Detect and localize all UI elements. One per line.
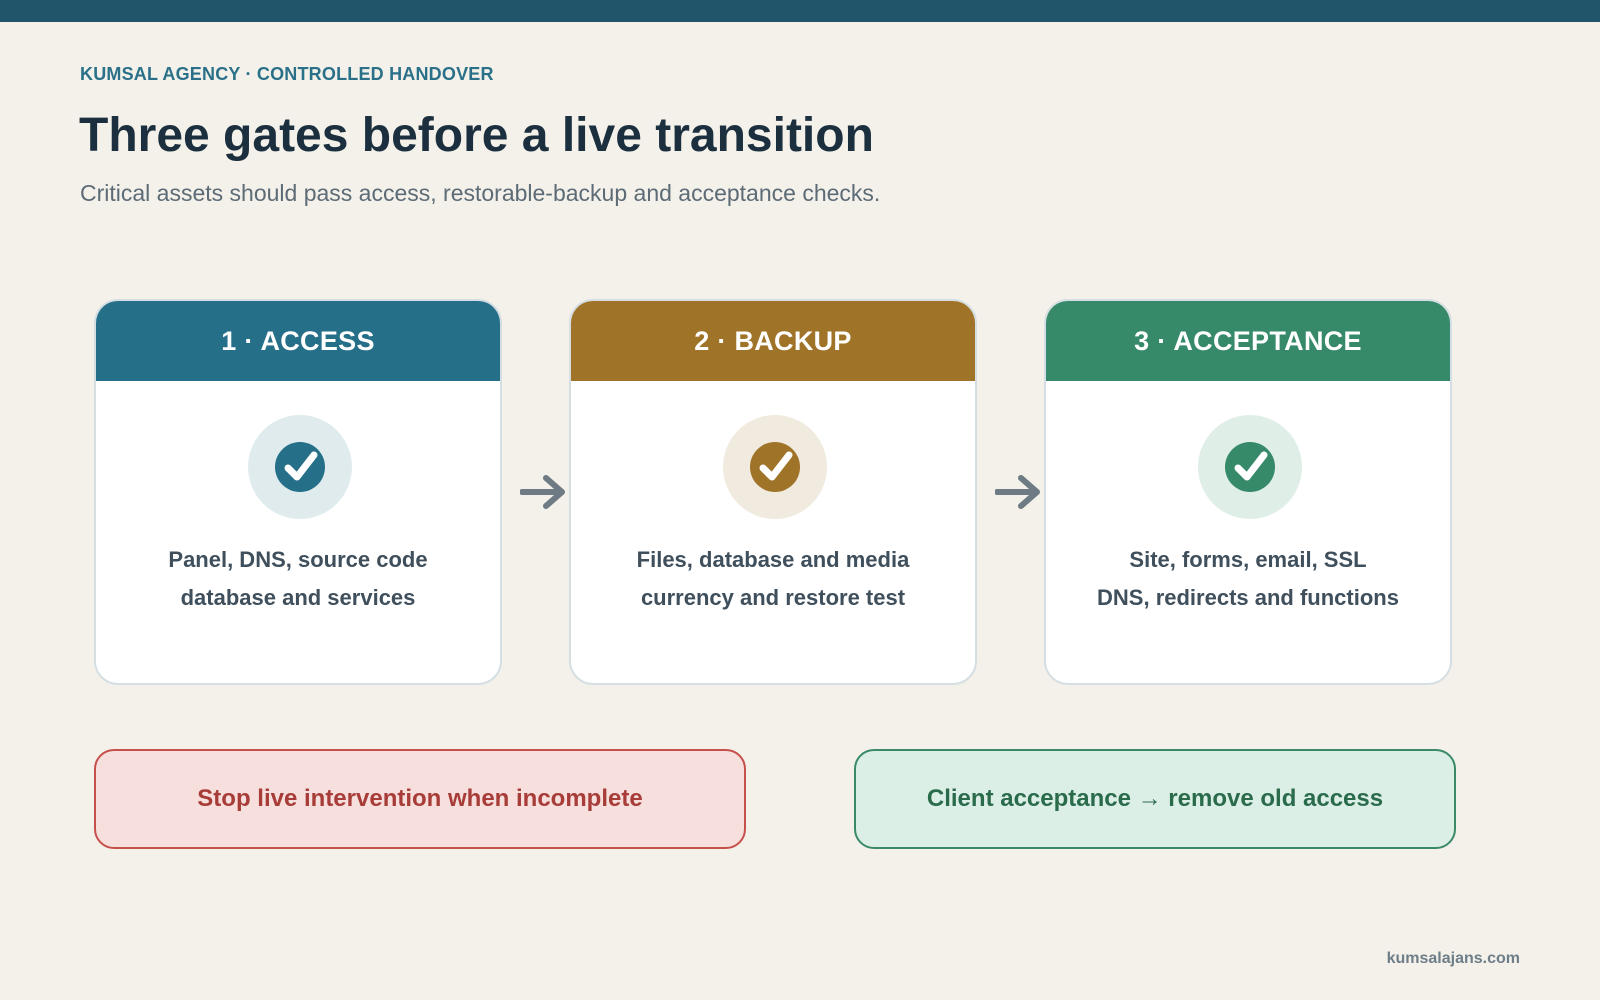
arrow-right-icon	[520, 475, 565, 509]
eyebrow-label: KUMSAL AGENCY · CONTROLLED HANDOVER	[80, 64, 494, 84]
gate-description-line: DNS, redirects and functions	[1097, 585, 1399, 610]
gate-description-backup: Files, database and media currency and r…	[571, 541, 975, 617]
footer-site: kumsalajans.com	[1386, 950, 1520, 967]
gate-description-line: Site, forms, email, SSL	[1129, 547, 1367, 572]
gate-description-access: Panel, DNS, source code database and ser…	[96, 541, 500, 617]
gate-description-acceptance: Site, forms, email, SSL DNS, redirects a…	[1046, 541, 1450, 617]
check-circle-icon	[723, 415, 827, 519]
page-title: Three gates before a live transition	[79, 109, 874, 162]
arrow-right-icon	[995, 475, 1040, 509]
gate-header-access: 1 · ACCESS	[96, 301, 500, 381]
gate-header-acceptance: 3 · ACCEPTANCE	[1046, 301, 1450, 381]
check-circle-icon	[248, 415, 352, 519]
gate-description-line: Files, database and media	[636, 547, 910, 572]
gate-description-line: Panel, DNS, source code	[168, 547, 428, 572]
gate-card-access: 1 · ACCESS Panel, DNS, source code datab…	[94, 299, 502, 685]
stop-callout: Stop live intervention when incomplete	[94, 749, 746, 849]
page-subtitle: Critical assets should pass access, rest…	[80, 180, 881, 206]
acceptance-callout: Client acceptance → remove old access	[854, 749, 1456, 849]
gate-description-line: currency and restore test	[640, 585, 906, 610]
gate-description-line: database and services	[180, 585, 416, 610]
gate-card-backup: 2 · BACKUP Files, database and media cur…	[569, 299, 977, 685]
check-circle-icon	[1198, 415, 1302, 519]
gate-header-backup: 2 · BACKUP	[571, 301, 975, 381]
top-accent-bar	[0, 0, 1600, 22]
gate-card-acceptance: 3 · ACCEPTANCE Site, forms, email, SSL D…	[1044, 299, 1452, 685]
